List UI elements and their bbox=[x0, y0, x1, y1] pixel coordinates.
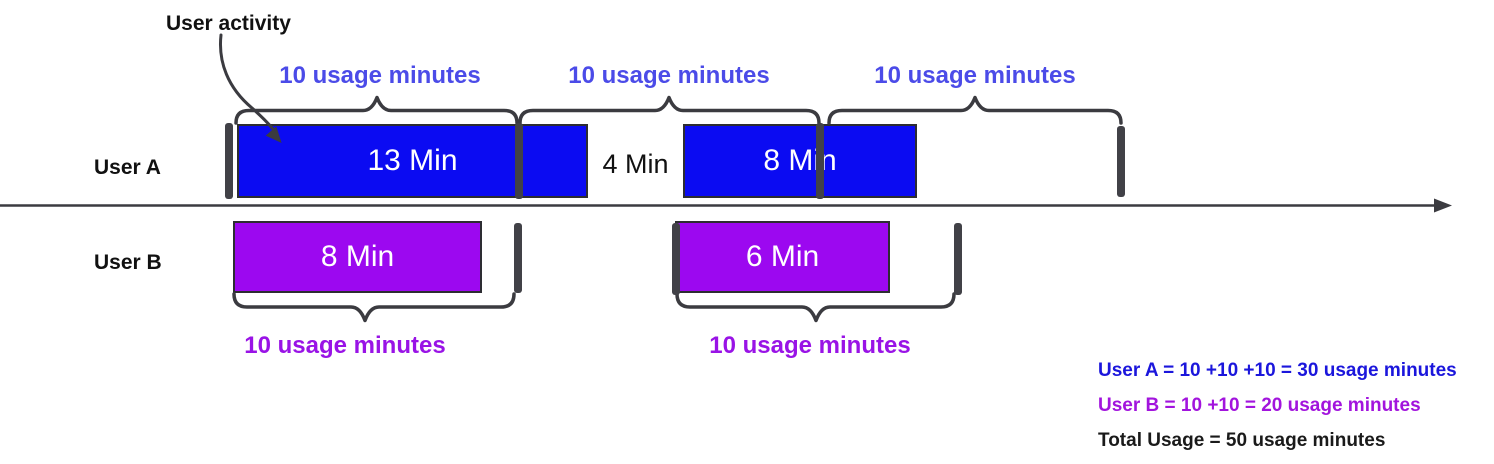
usage-block-label-a1: 10 usage minutes bbox=[279, 62, 481, 89]
usage-block-label-b2: 10 usage minutes bbox=[709, 332, 911, 359]
summary-user-b: User B = 10 +10 = 20 usage minutes bbox=[1098, 395, 1421, 416]
usage-brace-b2 bbox=[675, 292, 956, 323]
user-a-bar-2-label: 8 Min bbox=[763, 144, 837, 177]
user-a-activity-bar-2: 8 Min bbox=[683, 124, 917, 198]
boundary-tick-b-10min bbox=[514, 223, 522, 293]
usage-brace-b1 bbox=[232, 292, 516, 323]
user-b-row-label: User B bbox=[94, 251, 162, 274]
usage-block-label-a3: 10 usage minutes bbox=[874, 62, 1076, 89]
user-b-activity-bar-1: 8 Min bbox=[233, 221, 482, 293]
user-a-activity-bar-1: 13 Min bbox=[237, 124, 588, 198]
summary-total: Total Usage = 50 usage minutes bbox=[1098, 430, 1386, 451]
usage-brace-a2 bbox=[518, 95, 821, 125]
user-a-gap-label: 4 Min bbox=[602, 148, 669, 179]
boundary-tick-b-20min bbox=[954, 223, 962, 295]
user-b-bar-1-label: 8 Min bbox=[320, 240, 395, 273]
usage-block-label-a2: 10 usage minutes bbox=[568, 62, 770, 89]
usage-block-label-b1: 10 usage minutes bbox=[244, 332, 446, 359]
boundary-tick-a-30min bbox=[1117, 126, 1125, 197]
timeline-arrowhead-icon bbox=[1434, 198, 1452, 213]
user-activity-annotation: User activity bbox=[166, 12, 291, 35]
user-b-bar-2-label: 6 Min bbox=[745, 240, 820, 273]
usage-brace-a3 bbox=[827, 95, 1123, 125]
user-a-row-label: User A bbox=[94, 156, 161, 179]
usage-brace-a1 bbox=[234, 95, 519, 125]
user-b-activity-bar-2: 6 Min bbox=[675, 221, 890, 293]
user-a-bar-1-label: 13 Min bbox=[367, 144, 458, 177]
boundary-tick-a-start bbox=[225, 123, 233, 199]
summary-user-a: User A = 10 +10 +10 = 30 usage minutes bbox=[1098, 360, 1457, 381]
